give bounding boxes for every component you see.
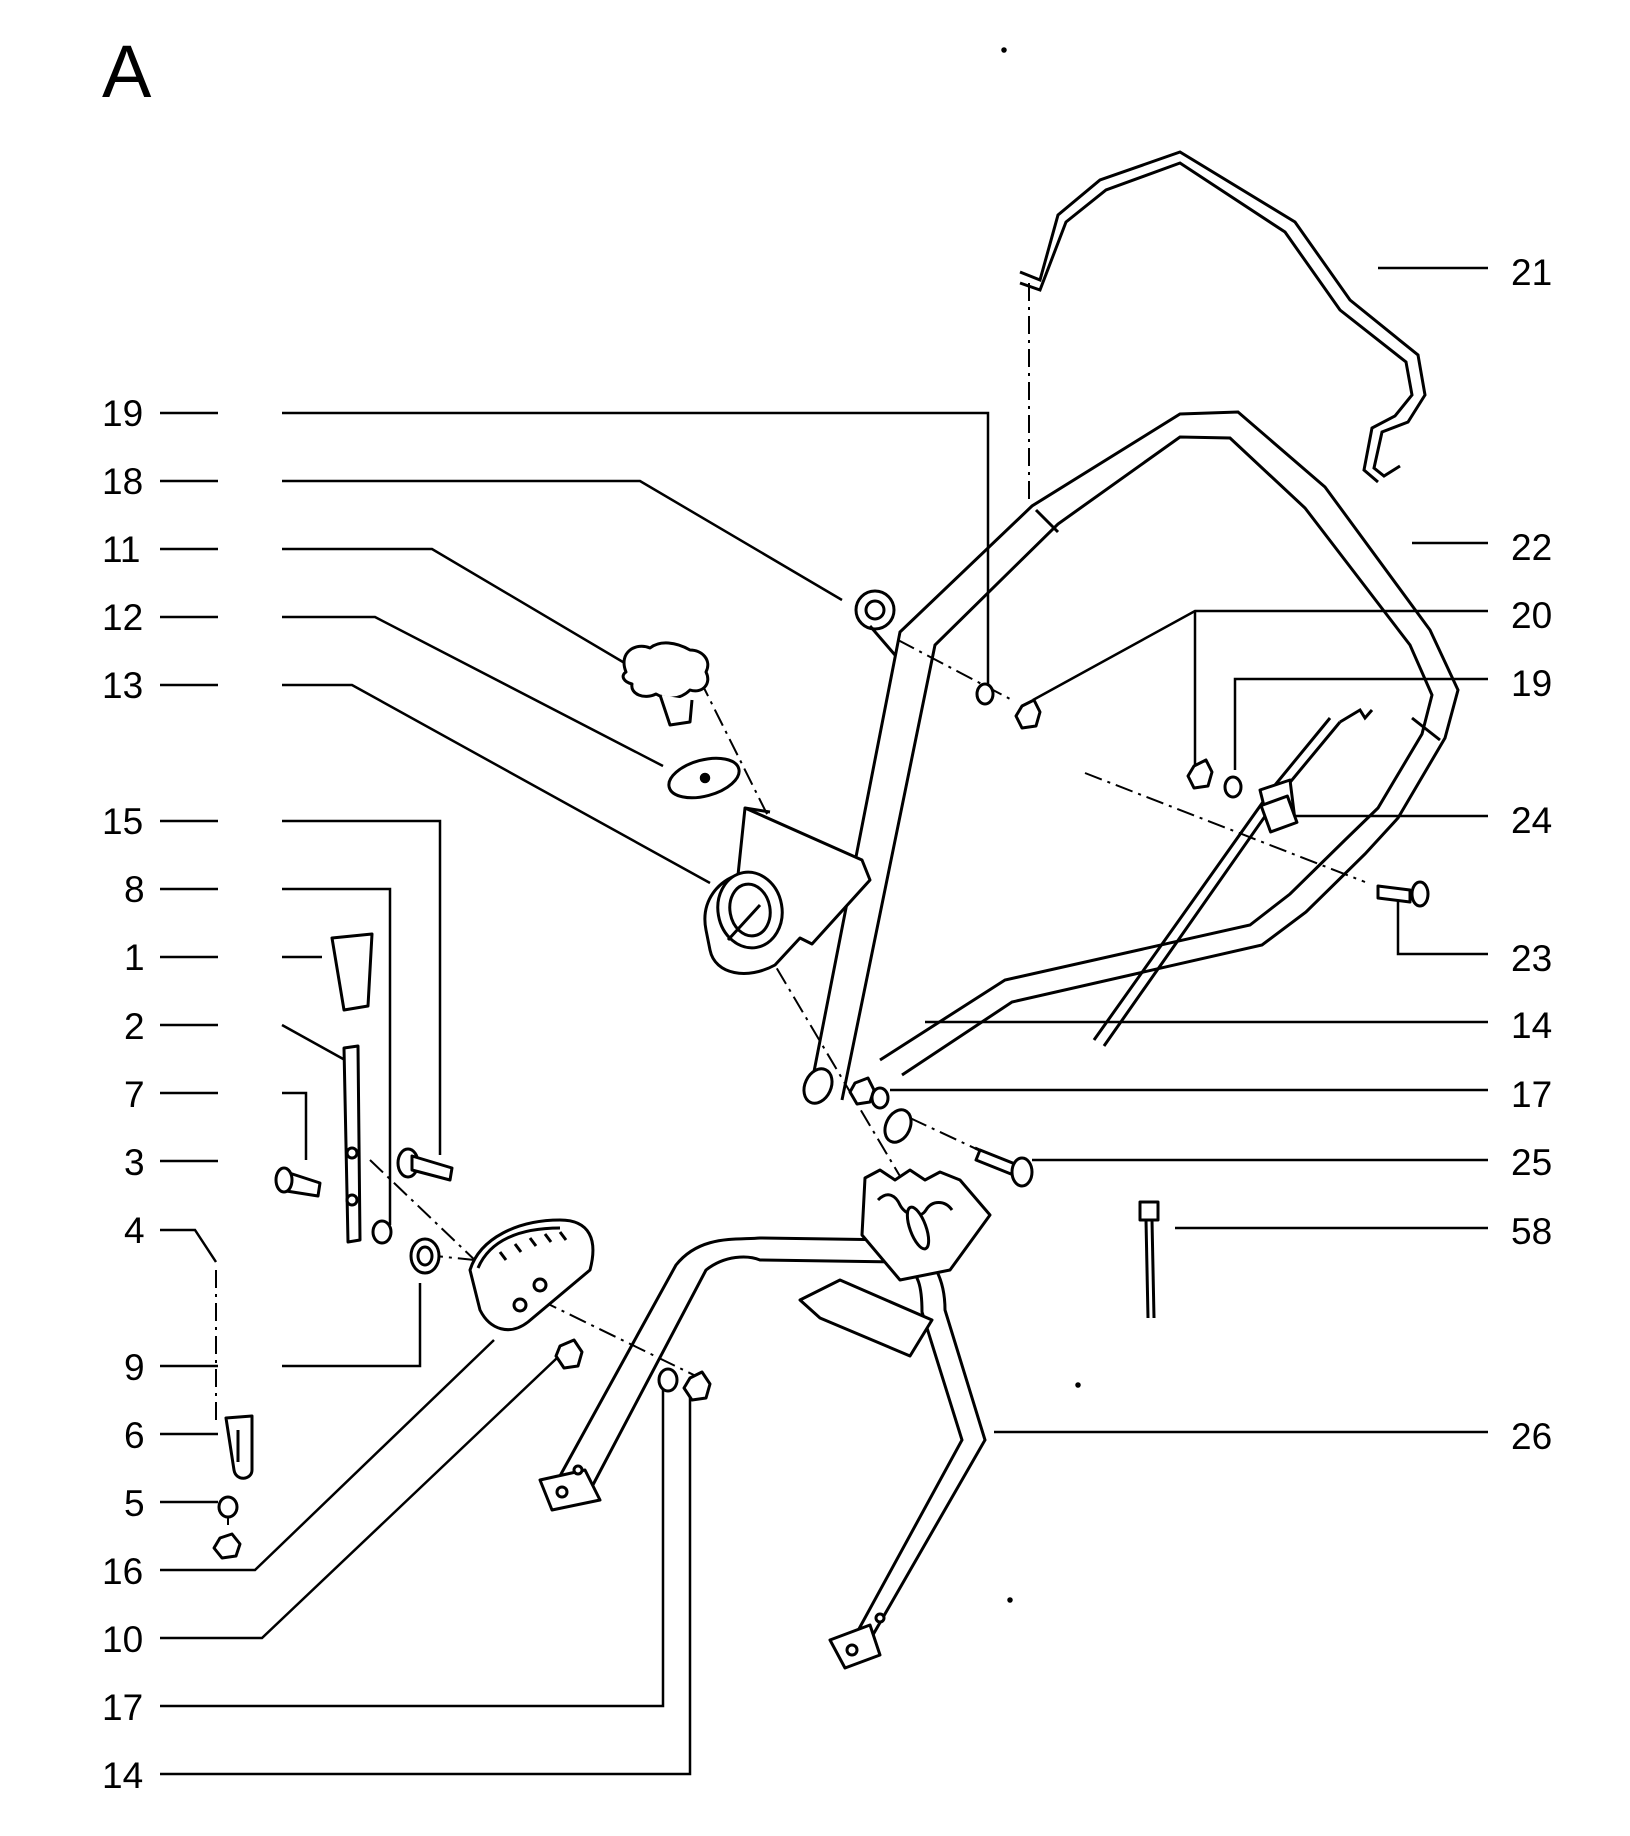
speck (1001, 47, 1007, 53)
bolt-25 (974, 1146, 1034, 1188)
washer-19-right (1223, 775, 1243, 799)
callout-3: 3 (124, 1142, 145, 1183)
callout-labels-right: 21 22 20 19 24 23 14 17 25 58 26 (1511, 252, 1552, 1457)
washer-5 (217, 1495, 239, 1519)
nut-14-lower (682, 1370, 712, 1402)
nut-20 (1014, 698, 1042, 730)
callout-26: 26 (1511, 1416, 1552, 1457)
cable-tie-58 (1138, 1200, 1160, 1319)
lever-2 (342, 1044, 362, 1244)
callout-14-left: 14 (102, 1755, 143, 1796)
callout-19-left: 19 (102, 393, 143, 434)
bracket-13 (703, 806, 872, 975)
knob-11 (621, 641, 710, 727)
callout-labels-left: 19 18 11 12 13 15 8 1 2 7 3 4 9 6 5 16 1… (102, 393, 145, 1796)
callout-24: 24 (1511, 800, 1552, 841)
nut-5 (212, 1532, 242, 1560)
callout-7: 7 (124, 1074, 145, 1115)
leader-lines-right (890, 266, 1488, 1434)
callout-11: 11 (102, 529, 140, 570)
callout-12: 12 (102, 597, 143, 638)
callout-5: 5 (124, 1483, 145, 1524)
callout-17-right: 17 (1511, 1074, 1552, 1115)
callout-15: 15 (102, 801, 143, 842)
nut-20-right (1186, 758, 1214, 790)
speck (1007, 1597, 1013, 1603)
bolt-7 (274, 1166, 322, 1198)
speck (1075, 1382, 1081, 1388)
eye-bolt-18 (854, 589, 897, 656)
callout-2: 2 (124, 1006, 145, 1047)
callout-8: 8 (124, 869, 145, 910)
callout-19-right: 19 (1511, 663, 1552, 704)
nut-14 (848, 1076, 876, 1106)
washer-8 (371, 1219, 393, 1245)
callout-18: 18 (102, 461, 143, 502)
callout-10: 10 (102, 1619, 143, 1660)
callout-6: 6 (124, 1415, 145, 1456)
bail-wire (1019, 150, 1427, 484)
callout-1: 1 (124, 937, 145, 978)
callout-14-right: 14 (1511, 1005, 1552, 1046)
callout-13: 13 (102, 665, 143, 706)
callout-25: 25 (1511, 1142, 1552, 1183)
section-letter: A (102, 30, 152, 113)
toothed-plate-16 (468, 1218, 595, 1332)
lower-handle (538, 1236, 987, 1670)
cable-clamp (1092, 707, 1374, 1047)
callout-22: 22 (1511, 527, 1552, 568)
handle-grip-1 (330, 932, 374, 1012)
disc-12 (667, 756, 741, 800)
callout-16: 16 (102, 1551, 143, 1592)
bracket-3 (224, 1414, 254, 1480)
pad (798, 1278, 934, 1358)
callout-21: 21 (1511, 252, 1552, 293)
callout-23: 23 (1511, 938, 1552, 979)
callout-4: 4 (124, 1210, 145, 1251)
callout-20: 20 (1511, 595, 1552, 636)
washer-19 (975, 682, 995, 706)
callout-58: 58 (1511, 1211, 1552, 1252)
callout-9: 9 (124, 1347, 145, 1388)
leader-lines-left (160, 411, 990, 1776)
upper-handle (802, 410, 1460, 1144)
bolt-23 (1376, 880, 1430, 908)
bolt-15 (396, 1147, 454, 1182)
washer-17 (870, 1086, 890, 1110)
gear-plate (860, 1168, 992, 1282)
nut-10 (554, 1338, 584, 1370)
nut-9 (409, 1237, 441, 1275)
nut-17-lower (657, 1367, 679, 1393)
callout-17-left: 17 (102, 1687, 143, 1728)
